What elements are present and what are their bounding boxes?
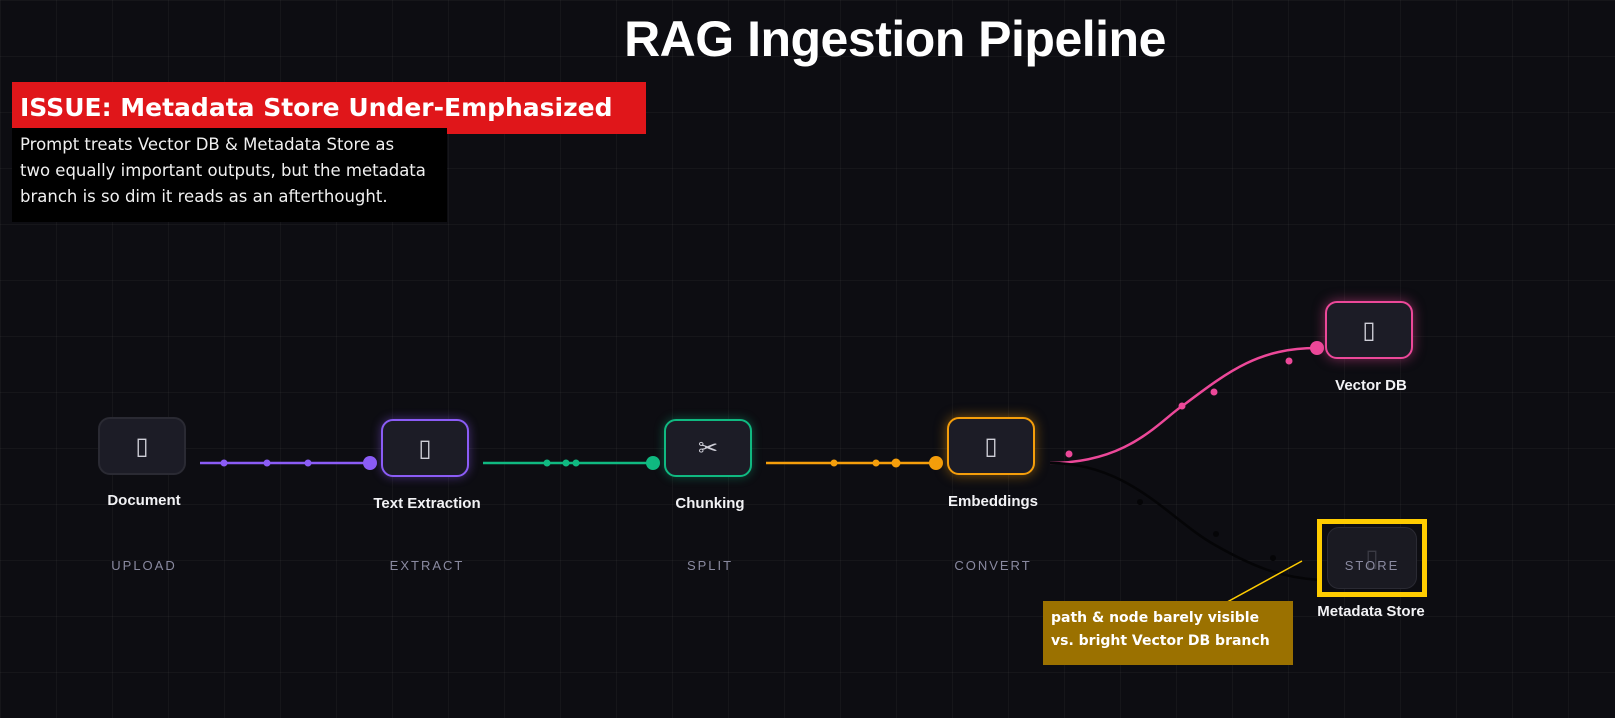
issue-banner-body: Prompt treats Vector DB & Metadata Store… bbox=[12, 128, 447, 222]
stage-label-upload: UPLOAD bbox=[111, 558, 177, 573]
stage-label-split: SPLIT bbox=[686, 558, 734, 573]
node-text-extraction[interactable]: ▯ bbox=[381, 419, 469, 477]
connector-extraction-to-chunking bbox=[483, 456, 660, 470]
node-label-text-extraction: Text Extraction bbox=[373, 495, 481, 512]
node-label-document: Document bbox=[107, 492, 181, 509]
node-chunking[interactable]: ✂ bbox=[664, 419, 752, 477]
issue-body-line: two equally important outputs, but the m… bbox=[20, 161, 426, 180]
node-label-embeddings: Embeddings bbox=[947, 493, 1038, 510]
stage-label-store: STORE bbox=[1344, 558, 1400, 573]
connector-embeddings-to-vector-db bbox=[1049, 341, 1324, 465]
metadata-store-highlight bbox=[1317, 519, 1427, 597]
stage-label-convert: CONVERT bbox=[954, 558, 1032, 573]
database-icon: ▯ bbox=[1362, 316, 1376, 344]
node-label-metadata-store: Metadata Store bbox=[1317, 603, 1425, 620]
page-title: RAG Ingestion Pipeline bbox=[624, 11, 1166, 67]
node-document[interactable]: ▯ bbox=[98, 417, 186, 475]
issue-body-line: branch is so dim it reads as an aftertho… bbox=[20, 187, 388, 206]
callout-line: path & node barely visible bbox=[1051, 610, 1260, 626]
issue-banner-title: ISSUE: Metadata Store Under-Emphasized bbox=[12, 82, 646, 134]
issue-body-line: Prompt treats Vector DB & Metadata Store… bbox=[20, 135, 395, 154]
node-label-chunking: Chunking bbox=[675, 495, 745, 512]
connector-chunking-to-embeddings bbox=[766, 456, 943, 470]
callout-note: path & node barely visible vs. bright Ve… bbox=[1043, 601, 1293, 665]
node-label-vector-db: Vector DB bbox=[1335, 377, 1407, 394]
connector-document-to-extraction bbox=[200, 456, 377, 470]
node-metadata-store[interactable]: ▯ bbox=[1327, 527, 1417, 589]
text-icon: ▯ bbox=[418, 434, 432, 462]
storage-icon: ▯ bbox=[1365, 544, 1379, 572]
embedding-icon: ▯ bbox=[984, 432, 998, 460]
node-embeddings[interactable]: ▯ bbox=[947, 417, 1035, 475]
connector-embeddings-to-metadata-store bbox=[1049, 461, 1321, 582]
scissors-icon: ✂ bbox=[697, 434, 719, 462]
callout-line: vs. bright Vector DB branch bbox=[1051, 633, 1270, 649]
document-icon: ▯ bbox=[135, 432, 149, 460]
stage-label-extract: EXTRACT bbox=[389, 558, 465, 573]
node-vector-db[interactable]: ▯ bbox=[1325, 301, 1413, 359]
